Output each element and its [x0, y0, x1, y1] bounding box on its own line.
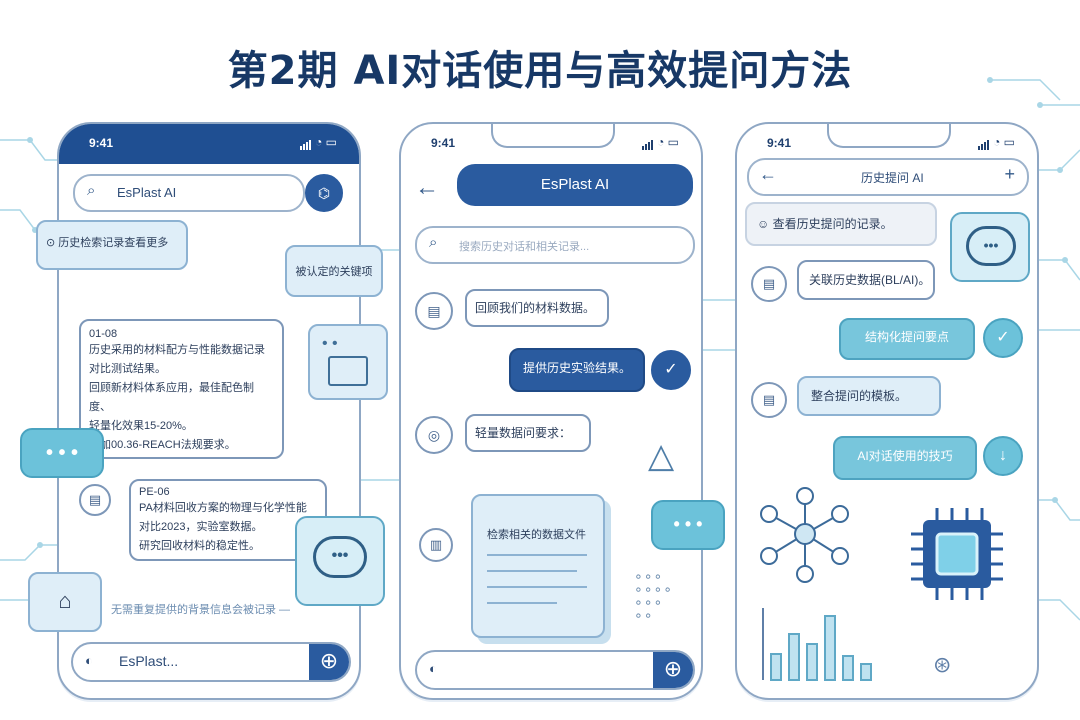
document-icon: ▤ [79, 484, 111, 516]
arrow-down-icon[interactable]: ↓ [983, 436, 1023, 476]
document-icon: ▤ [415, 292, 453, 330]
document-preview: 检索相关的数据文件 [471, 494, 605, 638]
mic-icon: ◐ [85, 653, 93, 668]
voice-button[interactable]: ⌬ [305, 174, 343, 212]
card-line: 研究回收材料的稳定性。 [139, 540, 260, 552]
phone-left: 9:41 ◔ ▭ ⌕ EsPlast AI ⌬ 01-08 历史采用的材料配方与… [57, 122, 361, 700]
tip-bubble: ⊙ 历史检索记录查看更多 [36, 220, 188, 270]
input-placeholder: EsPlast... [119, 653, 179, 669]
phone-right: 9:41 ◔ ▭ ← 历史提问 AI + ☺ 查看历史提问的记录。 ▤ 关联历史… [735, 122, 1039, 700]
link-icon: ⊙ [46, 237, 59, 249]
chat-message-user: 提供历史实验结果。 [509, 348, 645, 392]
status-time: 9:41 [431, 136, 456, 150]
card-line: 对比2023，实验室数据。 [139, 521, 263, 533]
chat-bubble-icon: ••• [950, 212, 1030, 282]
card-line: 历史采用的材料配方与性能数据记录 [89, 344, 265, 356]
bar-chart-icon [762, 608, 872, 681]
chat-message-text: 轻量数据问要求： [475, 426, 572, 440]
chat-message: 整合提问的模板。 [797, 376, 941, 416]
history-card-1: 01-08 历史采用的材料配方与性能数据记录 对比测试结果。 回顾新材料体系应用… [79, 319, 284, 470]
status-bar: 9:41 ◔ ▭ [401, 124, 701, 164]
smile-icon: ☺ [757, 217, 773, 231]
document-icon: ▤ [751, 266, 787, 302]
chat-message-user: AI对话使用的技巧 [833, 436, 977, 480]
header-title: 历史提问 AI [861, 171, 924, 185]
search-icon: ⌕ [87, 182, 96, 199]
chat-message: ☺ 查看历史提问的记录。 [745, 202, 937, 246]
lightbulb-icon: ◎ [415, 416, 453, 454]
document-icon: ▤ [751, 382, 787, 418]
phone-notch [491, 124, 615, 148]
plus-icon[interactable]: + [1004, 164, 1015, 184]
chat-dots-icon: • • • [651, 500, 725, 550]
status-bar: 9:41 ◔ ▭ [737, 124, 1037, 164]
search-input[interactable]: ⌕ EsPlast AI [73, 174, 305, 212]
phone-notch [827, 124, 951, 148]
send-plus-button[interactable]: ⊕ [309, 644, 349, 680]
card-line: 添加00.36-REACH法规要求。 [89, 439, 236, 451]
card-tag: PE-06 [139, 486, 170, 498]
side-note-bubble: 被认定的关键项 [285, 245, 383, 297]
network-icon [760, 487, 849, 583]
side-note-text: 被认定的关键项 [295, 266, 373, 278]
header-bar: ← 历史提问 AI + [747, 158, 1029, 196]
signal-icon: ◔ ▭ [977, 135, 1015, 150]
chat-message-text: 结构化提问要点 [864, 330, 949, 344]
chat-message-text: 整合提问的模板。 [811, 389, 908, 403]
mic-icon: ◐ [429, 661, 437, 676]
back-arrow-icon[interactable]: ← [759, 164, 777, 184]
tip-bubble-text: 历史检索记录查看更多 [58, 237, 169, 249]
message-input[interactable]: ◐ EsPlast... ⊕ [71, 642, 351, 682]
chat-message-text: 提供历史实验结果。 [522, 361, 631, 375]
card-line: 对比测试结果。 [89, 363, 166, 375]
check-down-icon[interactable]: ✓ [983, 318, 1023, 358]
card-line: PA材料回收方案的物理与化学性能 [139, 502, 307, 514]
chat-message-text: AI对话使用的技巧 [857, 449, 953, 463]
send-plus-button[interactable]: ⊕ [653, 652, 693, 688]
signal-icon: ◔ ▭ [299, 135, 337, 150]
document-check-icon: ⌂ [28, 572, 102, 632]
phone-middle: 9:41 ◔ ▭ ← EsPlast AI ⌕ 搜索历史对话和相关记录... ▤… [399, 122, 703, 700]
search-input[interactable]: ⌕ 搜索历史对话和相关记录... [415, 226, 695, 264]
history-card-2: PE-06 PA材料回收方案的物理与化学性能 对比2023，实验室数据。 研究回… [129, 479, 327, 561]
chat-message-text: 关联历史数据(BL/AI)。 [809, 273, 931, 287]
folder-icon: ▥ [419, 528, 453, 562]
status-bar: 9:41 ◔ ▭ [59, 124, 359, 164]
chat-dots-icon: • • • [20, 428, 104, 478]
triangle-network-icon: △ [648, 437, 675, 475]
search-icon: ⌕ [429, 234, 438, 251]
status-time: 9:41 [767, 136, 792, 150]
check-down-icon[interactable]: ✓ [651, 350, 691, 390]
search-placeholder: 搜索历史对话和相关记录... [459, 241, 590, 253]
molecule-cluster-icon: ∘∘∘∘∘∘∘∘∘∘∘∘ [634, 568, 674, 623]
chat-message-text: 回顾我们的材料数据。 [475, 301, 596, 315]
footer-note: 无需重复提供的背景信息会被记录 — [111, 604, 291, 616]
chip-icon [911, 508, 1003, 600]
chat-edit-icon: • • [308, 324, 388, 400]
card-tag: 01-08 [89, 328, 118, 340]
card-line: 轻量化效果15-20%。 [89, 420, 193, 432]
chat-message: 轻量数据问要求： [465, 414, 591, 452]
card-line: 回顾新材料体系应用，最佳配色制度、 [89, 382, 254, 413]
signal-icon: ◔ ▭ [641, 135, 679, 150]
card-line: ... [89, 455, 274, 474]
status-time: 9:41 [89, 136, 114, 150]
chat-message: 关联历史数据(BL/AI)。 [797, 260, 935, 300]
chat-bubble-icon: ••• [295, 516, 385, 606]
chat-message-user: 结构化提问要点 [839, 318, 975, 360]
planet-icon: ⊛ [933, 652, 952, 677]
chat-message: 回顾我们的材料数据。 [465, 289, 609, 327]
document-title: 检索相关的数据文件 [487, 529, 586, 541]
back-arrow-icon[interactable]: ← [415, 174, 439, 201]
page-title: 第2期 AI对话使用与高效提问方法 [227, 48, 853, 94]
chat-message-text: 查看历史提问的记录。 [772, 217, 893, 231]
header-title-pill: EsPlast AI [457, 164, 693, 206]
search-input-text: EsPlast AI [117, 185, 177, 200]
header-title: EsPlast AI [540, 176, 610, 193]
message-input[interactable]: ◐ ⊕ [415, 650, 695, 690]
